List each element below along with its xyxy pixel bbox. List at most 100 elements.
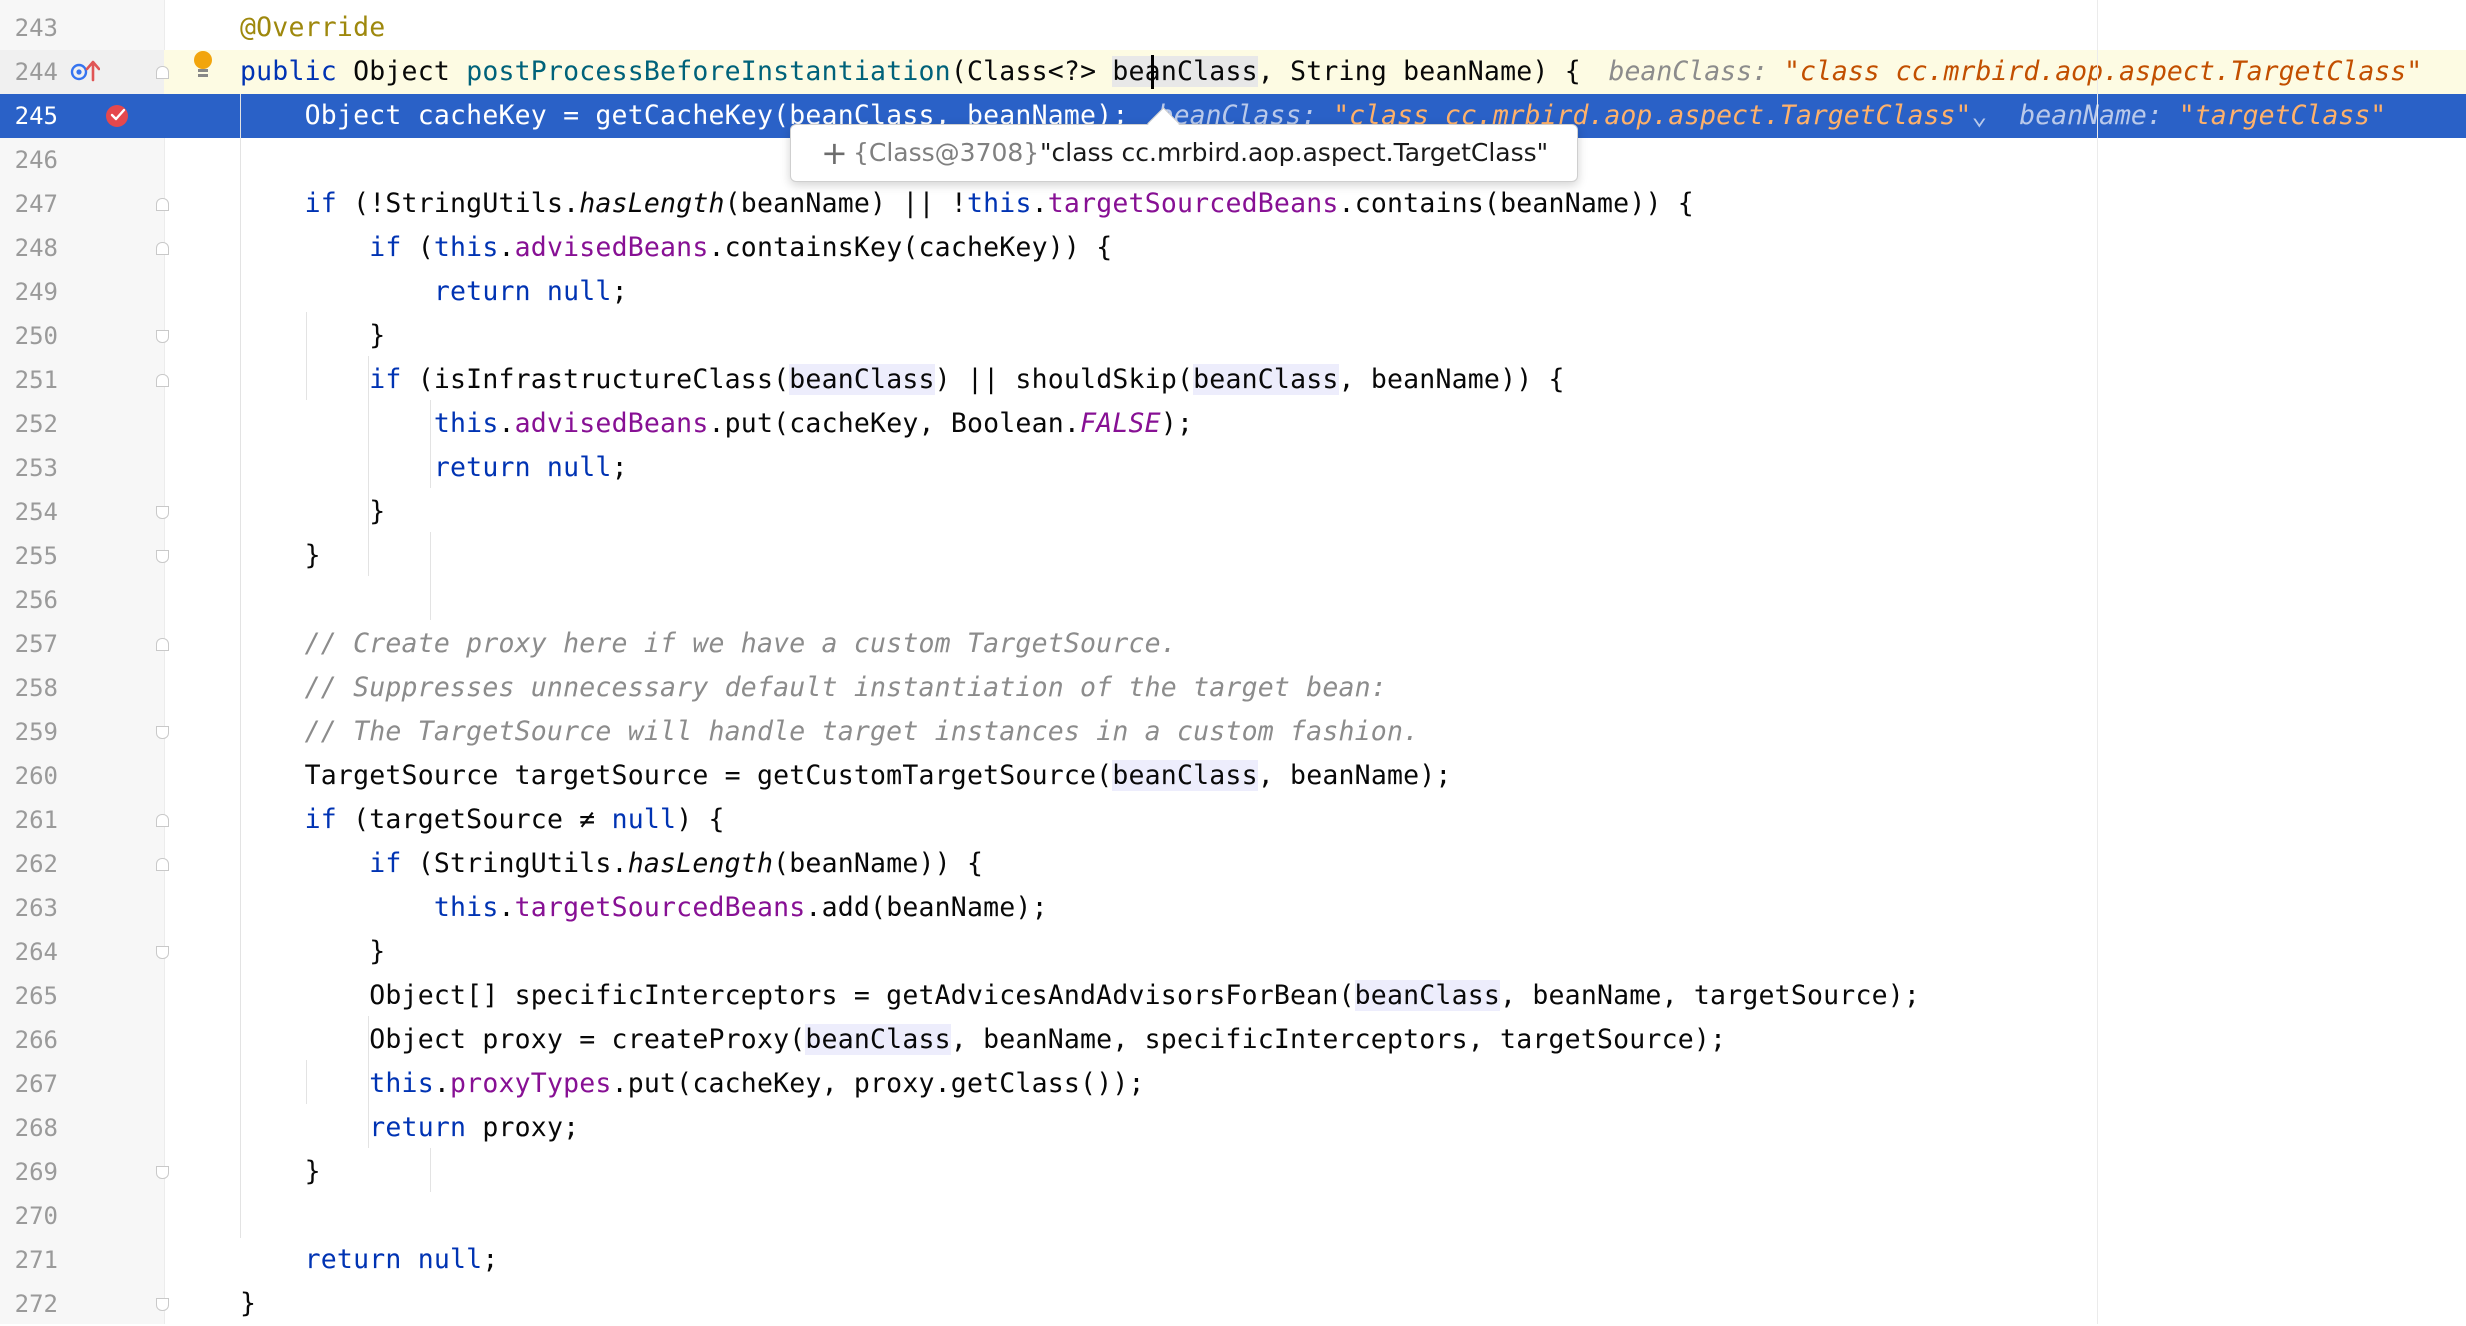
code-line[interactable]: 247 if (!StringUtils.hasLength(beanName)… (0, 182, 2466, 226)
code-line[interactable]: 260 TargetSource targetSource = getCusto… (0, 754, 2466, 798)
gutter-cell[interactable]: 245 (0, 94, 164, 138)
code-text[interactable]: } (240, 930, 385, 974)
code-line[interactable]: 246 (0, 138, 2466, 182)
code-text[interactable]: // Create proxy here if we have a custom… (240, 622, 1177, 666)
code-line[interactable]: 270 (0, 1194, 2466, 1238)
code-text[interactable]: } (240, 1282, 256, 1326)
line-number[interactable]: 267 (14, 1070, 58, 1098)
code-text[interactable]: if (targetSource ≠ null) { (240, 798, 725, 842)
code-text[interactable]: public Object postProcessBeforeInstantia… (240, 50, 1581, 94)
fold-marker-icon[interactable] (156, 374, 169, 387)
gutter-cell[interactable]: 253 (0, 446, 164, 490)
code-text[interactable]: if (isInfrastructureClass(beanClass) || … (240, 358, 1565, 402)
gutter-cell[interactable]: 264 (0, 930, 169, 974)
code-line[interactable]: 269 } (0, 1150, 2466, 1194)
fold-marker-icon[interactable] (156, 1166, 169, 1179)
gutter-cell[interactable]: 267 (0, 1062, 164, 1106)
expand-plus-icon[interactable]: + (821, 134, 848, 172)
line-number[interactable]: 246 (14, 146, 58, 174)
gutter-cell[interactable]: 252 (0, 402, 164, 446)
code-text[interactable]: } (240, 534, 321, 578)
line-number[interactable]: 268 (14, 1114, 58, 1142)
code-text[interactable]: if (StringUtils.hasLength(beanName)) { (240, 842, 983, 886)
code-line[interactable]: 244 public Object postProcessBeforeInstan… (0, 50, 2466, 94)
line-number[interactable]: 260 (14, 762, 58, 790)
code-line[interactable]: 249 return null; (0, 270, 2466, 314)
code-line[interactable]: 257 // Create proxy here if we have a cu… (0, 622, 2466, 666)
line-number[interactable]: 259 (14, 718, 58, 746)
fold-marker-icon[interactable] (156, 726, 169, 739)
line-number[interactable]: 257 (14, 630, 58, 658)
fold-marker-icon[interactable] (156, 198, 169, 211)
line-number[interactable]: 271 (14, 1246, 58, 1274)
fold-marker-icon[interactable] (156, 946, 169, 959)
line-number[interactable]: 254 (14, 498, 58, 526)
code-line[interactable]: 264 } (0, 930, 2466, 974)
code-line[interactable]: 271 return null; (0, 1238, 2466, 1282)
line-number[interactable]: 250 (14, 322, 58, 350)
code-line[interactable]: 253 return null; (0, 446, 2466, 490)
gutter-cell[interactable]: 244 (0, 50, 169, 94)
gutter-cell[interactable]: 248 (0, 226, 169, 270)
code-text[interactable]: Object[] specificInterceptors = getAdvic… (240, 974, 1920, 1018)
code-text[interactable]: @Override (240, 6, 385, 50)
code-text[interactable]: return null; (240, 446, 628, 490)
code-line[interactable]: 268 return proxy; (0, 1106, 2466, 1150)
gutter-cell[interactable]: 249 (0, 270, 164, 314)
gutter-cell[interactable]: 261 (0, 798, 169, 842)
code-text[interactable]: // The TargetSource will handle target i… (240, 710, 1419, 754)
gutter-cell[interactable]: 254 (0, 490, 169, 534)
gutter-cell[interactable]: 269 (0, 1150, 169, 1194)
line-number[interactable]: 256 (14, 586, 58, 614)
code-line[interactable]: 256 (0, 578, 2466, 622)
fold-marker-icon[interactable] (156, 1298, 169, 1311)
line-number[interactable]: 251 (14, 366, 58, 394)
line-number[interactable]: 265 (14, 982, 58, 1010)
inline-debug-value[interactable]: beanClass: "class cc.mrbird.aop.aspect.T… (1609, 50, 2423, 94)
code-text[interactable]: // Suppresses unnecessary default instan… (240, 666, 1387, 710)
breakpoint-icon[interactable] (104, 100, 134, 130)
code-line[interactable]: 252 this.advisedBeans.put(cacheKey, Bool… (0, 402, 2466, 446)
line-number[interactable]: 244 (14, 58, 58, 86)
code-line[interactable]: 258 // Suppresses unnecessary default in… (0, 666, 2466, 710)
code-text[interactable]: this.proxyTypes.put(cacheKey, proxy.getC… (240, 1062, 1145, 1106)
code-line[interactable]: 261 if (targetSource ≠ null) { (0, 798, 2466, 842)
gutter-cell[interactable]: 257 (0, 622, 169, 666)
gutter-cell[interactable]: 259 (0, 710, 169, 754)
fold-marker-icon[interactable] (156, 858, 169, 871)
gutter-cell[interactable]: 266 (0, 1018, 164, 1062)
code-text[interactable]: this.advisedBeans.put(cacheKey, Boolean.… (240, 402, 1193, 446)
code-line[interactable]: 250 } (0, 314, 2466, 358)
code-text[interactable]: Object proxy = createProxy(beanClass, be… (240, 1018, 1726, 1062)
code-text[interactable]: TargetSource targetSource = getCustomTar… (240, 754, 1452, 798)
line-number[interactable]: 249 (14, 278, 58, 306)
line-number[interactable]: 255 (14, 542, 58, 570)
line-number[interactable]: 245 (14, 102, 58, 130)
code-line[interactable]: 259 // The TargetSource will handle targ… (0, 710, 2466, 754)
code-text[interactable]: return null; (240, 270, 628, 314)
gutter-cell[interactable]: 256 (0, 578, 164, 622)
gutter-cell[interactable]: 247 (0, 182, 169, 226)
line-number[interactable]: 247 (14, 190, 58, 218)
line-number[interactable]: 263 (14, 894, 58, 922)
gutter-cell[interactable]: 265 (0, 974, 164, 1018)
code-line[interactable]: 255 } (0, 534, 2466, 578)
gutter-cell[interactable]: 260 (0, 754, 164, 798)
gutter-cell[interactable]: 263 (0, 886, 164, 930)
code-line[interactable]: 263 this.targetSourcedBeans.add(beanName… (0, 886, 2466, 930)
code-text[interactable]: return null; (240, 1238, 499, 1282)
gutter-cell[interactable]: 271 (0, 1238, 164, 1282)
gutter-cell[interactable]: 255 (0, 534, 169, 578)
code-text[interactable]: } (240, 1150, 321, 1194)
override-method-icon[interactable] (70, 60, 100, 82)
code-text[interactable]: if (!StringUtils.hasLength(beanName) || … (240, 182, 1694, 226)
code-line[interactable]: 267 this.proxyTypes.put(cacheKey, proxy.… (0, 1062, 2466, 1106)
gutter-cell[interactable]: 270 (0, 1194, 164, 1238)
line-number[interactable]: 258 (14, 674, 58, 702)
gutter-cell[interactable]: 258 (0, 666, 164, 710)
gutter-cell[interactable]: 272 (0, 1282, 169, 1326)
editor-gutter[interactable] (0, 0, 164, 1324)
line-number[interactable]: 243 (14, 14, 58, 42)
code-line[interactable]: 254 } (0, 490, 2466, 534)
